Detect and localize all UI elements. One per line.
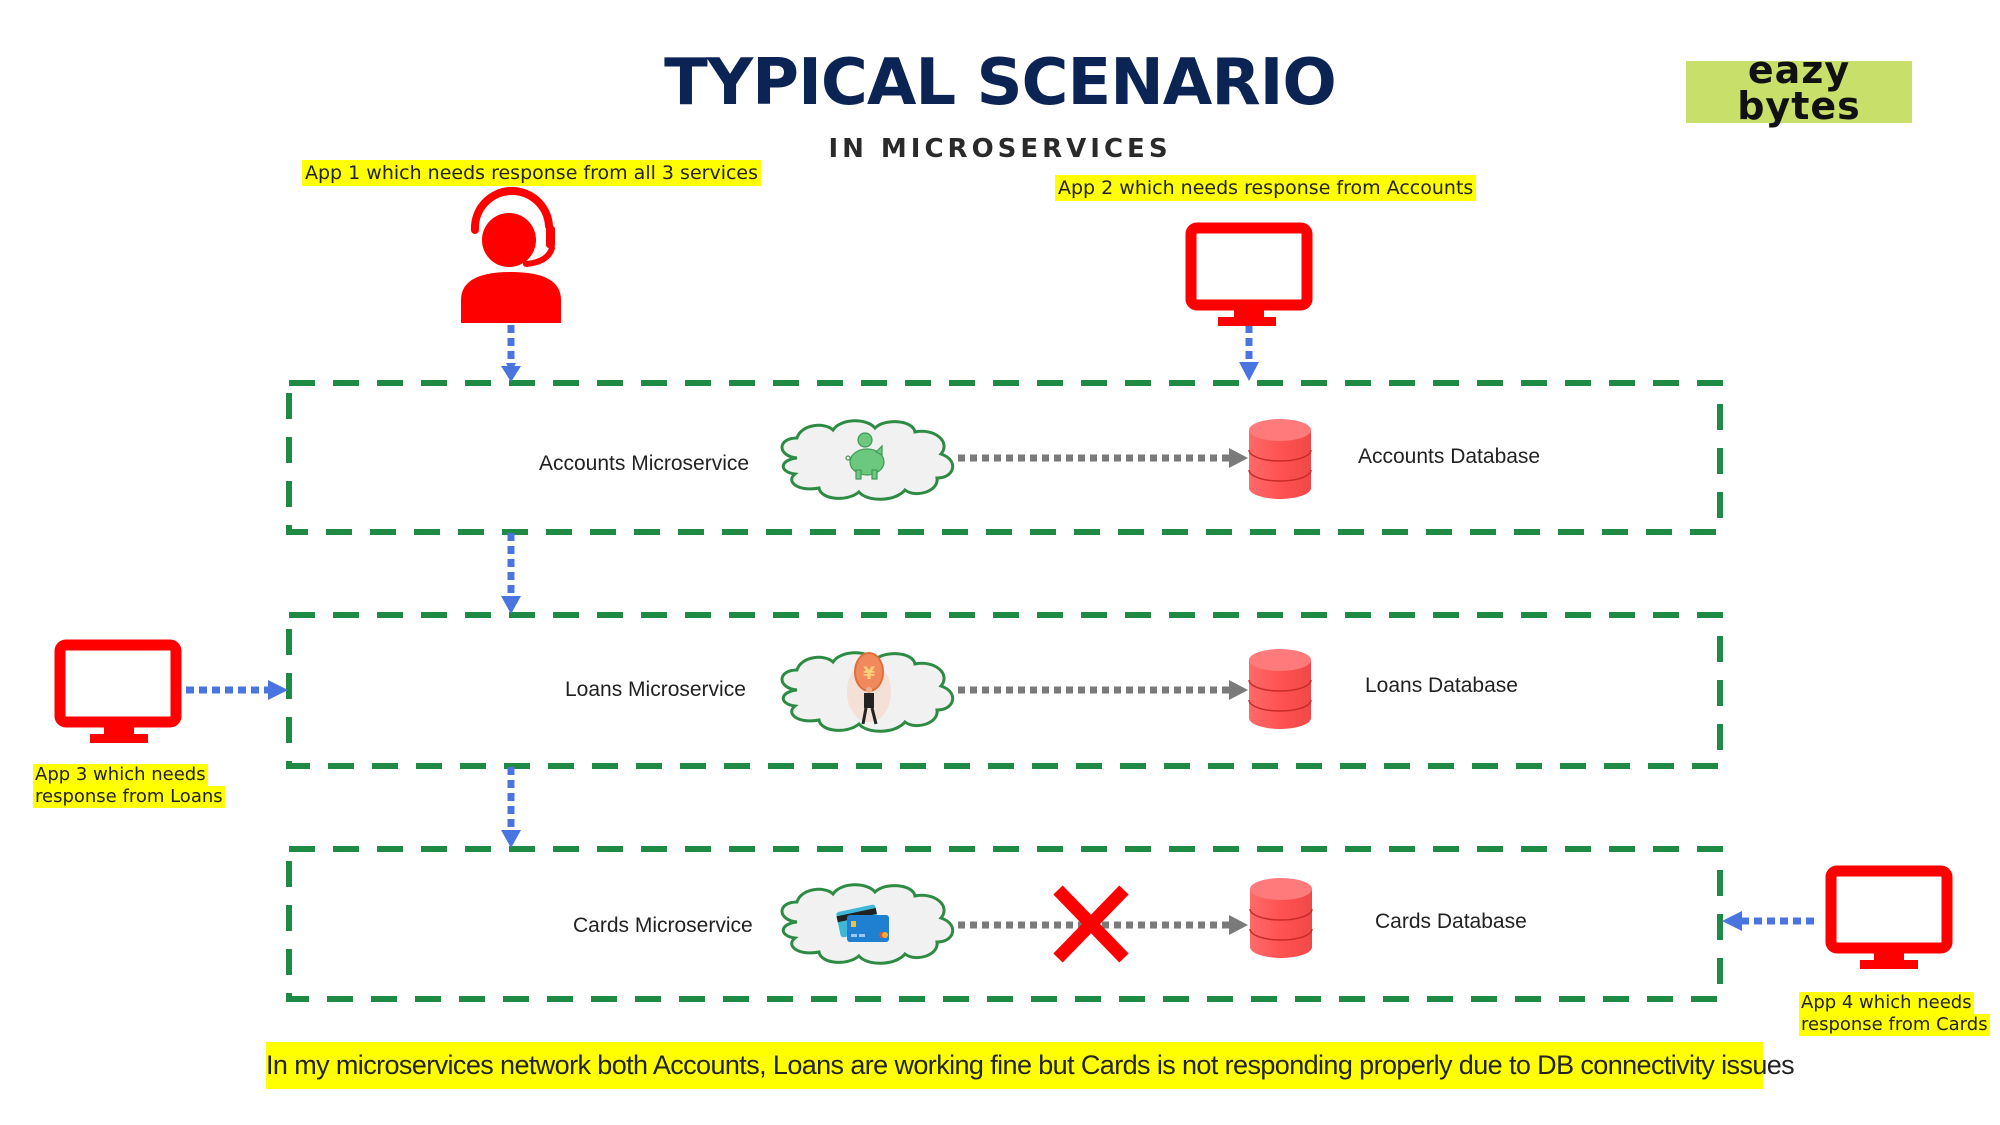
logo-background xyxy=(1686,61,1912,123)
app4-label-line-1: App 4 which needs xyxy=(1799,992,1974,1014)
database-label-cards: Cards Database xyxy=(1375,910,1527,933)
arrow-app2-to-accounts-head xyxy=(1239,362,1259,381)
database-icon-cards xyxy=(1249,878,1313,958)
arrow-loans-to-db-head xyxy=(1229,680,1248,700)
service-box-cards xyxy=(286,846,1723,1002)
svg-text:¥: ¥ xyxy=(863,664,875,684)
app3-label-line-2: response from Loans xyxy=(33,786,225,808)
arrow-accounts-to-db-head xyxy=(1229,448,1248,468)
app4-label-line-2: response from Cards xyxy=(1799,1014,1990,1036)
monitor-icon-app2 xyxy=(1185,222,1313,326)
service-box-accounts xyxy=(286,380,1723,535)
page-subtitle: IN MICROSERVICES xyxy=(828,134,1172,164)
app1-label: App 1 which needs response from all 3 se… xyxy=(302,160,762,186)
arrow-app1-to-accounts-head xyxy=(501,366,521,382)
credit-cards-icon xyxy=(836,904,889,942)
service-box-loans xyxy=(286,612,1723,769)
database-icon-accounts xyxy=(1248,419,1312,499)
app3-label: App 3 which needs response from Loans xyxy=(33,764,225,808)
logo-line-2: bytes xyxy=(1737,84,1861,128)
service-label-cards: Cards Microservice xyxy=(573,914,753,937)
monitor-icon-app4 xyxy=(1825,865,1953,969)
app3-label-line-1: App 3 which needs xyxy=(33,764,208,786)
logo: eazy bytes xyxy=(1686,48,1912,128)
app2-label: App 2 which needs response from Accounts xyxy=(1055,175,1477,201)
database-icon-loans xyxy=(1248,649,1312,729)
piggy-bank-icon xyxy=(845,432,885,480)
database-label-loans: Loans Database xyxy=(1365,674,1518,697)
yen-coin-icon: ¥ xyxy=(847,652,891,725)
logo-line-1: eazy xyxy=(1747,48,1851,92)
arrow-app3-to-loans-head xyxy=(268,680,288,700)
monitor-icon-app3 xyxy=(54,639,182,743)
service-label-accounts: Accounts Microservice xyxy=(539,452,750,475)
connection-failure-icon xyxy=(1053,885,1129,963)
service-label-loans: Loans Microservice xyxy=(565,678,746,701)
footer-note: In my microservices network both Account… xyxy=(266,1042,1795,1089)
arrow-accounts-to-loans-head xyxy=(501,596,521,614)
arrow-app4-to-cards-head xyxy=(1722,911,1742,931)
support-agent-icon xyxy=(461,186,561,323)
app4-label: App 4 which needs response from Cards xyxy=(1799,992,1990,1036)
arrow-loans-to-cards-head xyxy=(501,830,521,848)
database-label-accounts: Accounts Database xyxy=(1358,445,1541,468)
arrow-cards-to-db-head xyxy=(1229,915,1248,935)
page-title: TYPICAL SCENARIO xyxy=(664,46,1337,120)
